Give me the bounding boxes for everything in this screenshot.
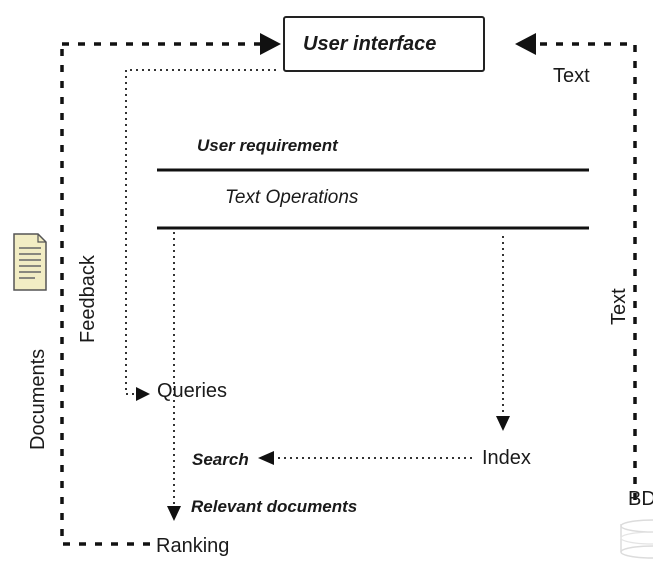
ranking-arrowhead [167,506,181,521]
user-interface-label: User interface [303,33,437,55]
feedback-label: Feedback [77,255,99,343]
user-interface-box: User interface [283,16,485,72]
document-icon [13,233,47,291]
queries-arrowhead [136,387,150,401]
search-label: Search [192,450,249,469]
database-icon [620,519,653,559]
text-top-label: Text [553,65,590,87]
text-operations-label: Text Operations [225,187,359,208]
documents-label: Documents [27,348,49,450]
user-requirement-label: User requirement [197,136,338,155]
ranking-label: Ranking [156,535,230,557]
documents-arrowhead [260,33,281,55]
text-side-label: Text [608,288,630,325]
documents-loop-line [60,44,150,546]
index-arrowhead [496,416,510,431]
relevant-documents-label: Relevant documents [191,497,358,516]
queries-label: Queries [157,380,228,402]
search-arrowhead [258,451,274,465]
text-arrowhead [515,33,536,55]
index-label: Index [482,447,531,469]
bd-label: BD [628,488,653,510]
text-loop-line [540,42,637,500]
feedback-path [125,69,276,394]
